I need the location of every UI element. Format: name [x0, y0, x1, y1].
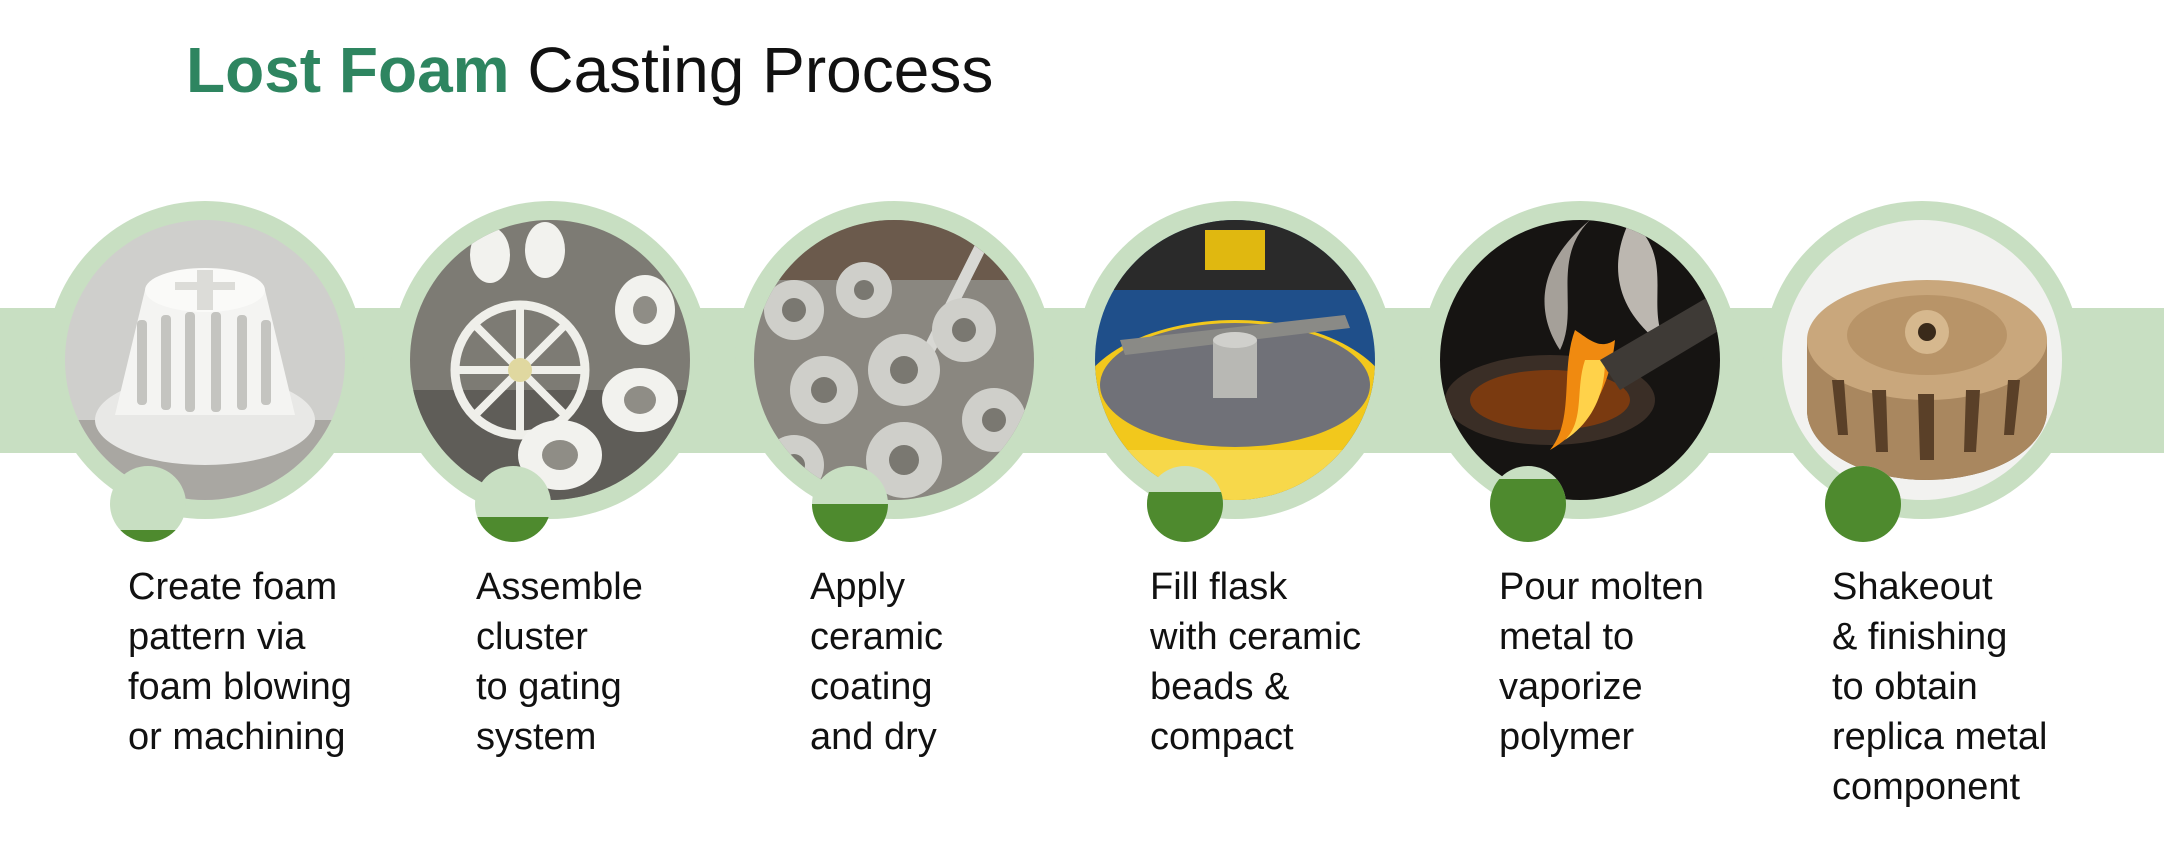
- step-5-photo-pour: [1440, 220, 1720, 500]
- step-1-progress-dot: [110, 466, 186, 542]
- step-3-caption: Apply ceramic coating and dry: [810, 566, 944, 758]
- step-1-photo-foam-pattern: [65, 220, 345, 500]
- step-5-progress-fill: [1490, 478, 1566, 542]
- step-6-photo-metal-component: [1782, 220, 2062, 500]
- step-6-progress-dot: [1825, 466, 1901, 542]
- step-3-progress-fill: [812, 504, 888, 542]
- step-6-progress-fill: [1825, 466, 1901, 542]
- step-5-progress-dot: [1490, 466, 1566, 542]
- step-2-progress-dot: [475, 466, 551, 542]
- step-5-caption: Pour molten metal to vaporize polymer: [1499, 566, 1704, 758]
- step-1-caption: Create foam pattern via foam blowing or …: [128, 566, 352, 758]
- step-2-photo-cluster: [410, 220, 690, 500]
- step-2-progress-fill: [475, 516, 551, 542]
- page-title: Lost Foam Casting Process: [186, 30, 993, 110]
- step-1-progress-fill: [110, 529, 186, 542]
- step-2-caption: Assemble cluster to gating system: [476, 566, 643, 758]
- step-4-progress-dot: [1147, 466, 1223, 542]
- step-4-progress-fill: [1147, 491, 1223, 542]
- step-6-caption: Shakeout & finishing to obtain replica m…: [1832, 566, 2048, 808]
- title-rest: Casting Process: [509, 34, 994, 106]
- title-accent: Lost Foam: [186, 34, 510, 106]
- step-4-photo-flask: [1095, 220, 1375, 500]
- step-4-caption: Fill flask with ceramic beads & compact: [1150, 566, 1362, 758]
- step-3-progress-dot: [812, 466, 888, 542]
- step-3-photo-ceramic-coating: [754, 220, 1034, 500]
